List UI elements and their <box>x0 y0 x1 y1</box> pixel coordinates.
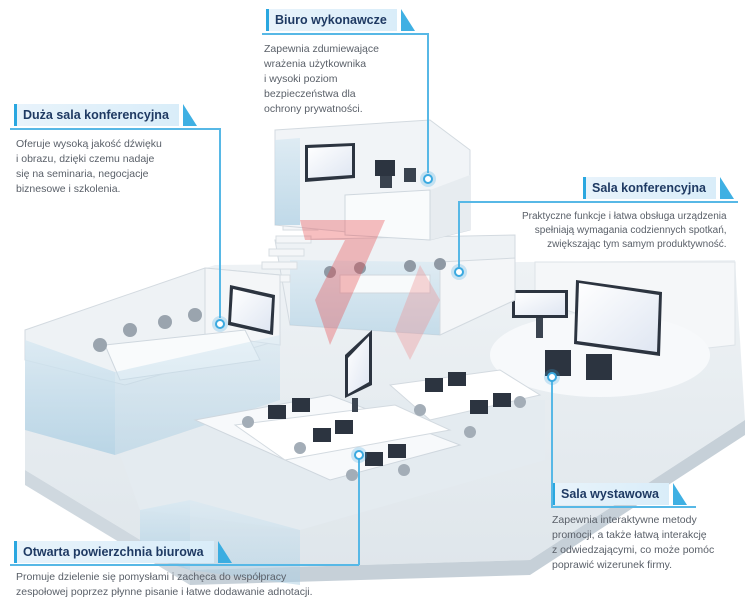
executive-office-label: Biuro wykonawcze <box>266 9 415 31</box>
large-conference-desc-line: się na seminaria, negocjacje <box>16 168 149 180</box>
conference-room-leader-h <box>458 201 738 203</box>
exhibition-room-description: Zapewnia interaktywne metody promocji, a… <box>552 513 714 573</box>
executive-office-desc-line: Zapewnia zdumiewające <box>264 43 379 55</box>
conference-room-description: Praktyczne funkcje i łatwa obsługa urząd… <box>522 210 727 252</box>
open-office-desc-line: Promuje dzielenie się pomysłami i zachęc… <box>16 571 287 583</box>
conference-room-desc-line: zwiększając tym samym produktywność. <box>547 239 727 250</box>
open-office-title: Otwarta powierzchnia biurowa <box>23 545 204 559</box>
exhibition-room-marker[interactable] <box>547 372 557 382</box>
executive-office-leader-h <box>262 33 428 35</box>
exhibition-walls <box>490 261 736 397</box>
large-conference-title: Duża sala konferencyjna <box>23 108 169 122</box>
conference-room-desc-line: spełniają wymagania codziennych spotkań, <box>534 225 727 236</box>
executive-office-desc-line: ochrony prywatności. <box>264 103 363 115</box>
large-conference-desc-line: i obrazu, dzięki czemu nadaje <box>16 153 155 165</box>
large-conference-desc-line: biznesowe i szkolenia. <box>16 183 121 195</box>
large-conference-leader-h <box>10 128 220 130</box>
large-conference-description: Oferuje wysoką jakość dźwięku i obrazu, … <box>16 137 162 197</box>
exhibition-room-desc-line: promocji, a także łatwą interakcję <box>552 529 707 541</box>
executive-office-desc-line: bezpieczeństwa dla <box>264 88 356 100</box>
open-office-leader-h <box>10 564 359 566</box>
open-office-leader-v <box>358 458 360 565</box>
exhibition-room-leader-h <box>551 506 696 508</box>
open-office-marker[interactable] <box>354 450 364 460</box>
open-office-block <box>120 330 545 585</box>
open-office-label: Otwarta powierzchnia biurowa <box>14 541 232 563</box>
exhibition-room-label: Sala wystawowa <box>552 483 687 505</box>
conference-room-leader-v <box>458 201 460 267</box>
exhibition-room-desc-line: poprawić wizerunek firmy. <box>552 559 673 571</box>
executive-office-desc-line: i wysoki poziom <box>264 73 338 85</box>
large-conference-label: Duża sala konferencyjna <box>14 104 197 126</box>
large-conference-block <box>24 267 281 455</box>
conference-room-block <box>274 234 516 336</box>
exhibition-room-desc-line: Zapewnia interaktywne metody <box>552 514 697 526</box>
brand-logo-watermark <box>300 220 440 360</box>
conference-room-label: Sala konferencyjna <box>583 177 734 199</box>
conference-room-desc-line: Praktyczne funkcje i łatwa obsługa urząd… <box>522 211 727 222</box>
open-office-description: Promuje dzielenie się pomysłami i zachęc… <box>16 570 313 600</box>
large-conference-leader-v <box>219 128 221 318</box>
executive-office-desc-line: wrażenia użytkownika <box>264 58 367 70</box>
conference-room-title: Sala konferencyjna <box>592 181 706 195</box>
large-conference-desc-line: Oferuje wysoką jakość dźwięku <box>16 138 162 150</box>
executive-office-marker[interactable] <box>423 174 433 184</box>
exhibition-room-leader-v <box>551 381 553 507</box>
open-office-desc-line: zespołowej poprzez płynne pisanie i łatw… <box>16 586 313 598</box>
executive-office-block <box>274 119 471 241</box>
large-conference-marker[interactable] <box>215 319 225 329</box>
executive-office-leader-v <box>427 33 429 173</box>
exhibition-room-title: Sala wystawowa <box>561 487 659 501</box>
executive-office-title: Biuro wykonawcze <box>275 13 387 27</box>
conference-room-marker[interactable] <box>454 267 464 277</box>
exhibition-room-desc-line: z odwiedzającymi, co może pomóc <box>552 544 715 556</box>
executive-office-description: Zapewnia zdumiewające wrażenia użytkowni… <box>264 42 379 117</box>
